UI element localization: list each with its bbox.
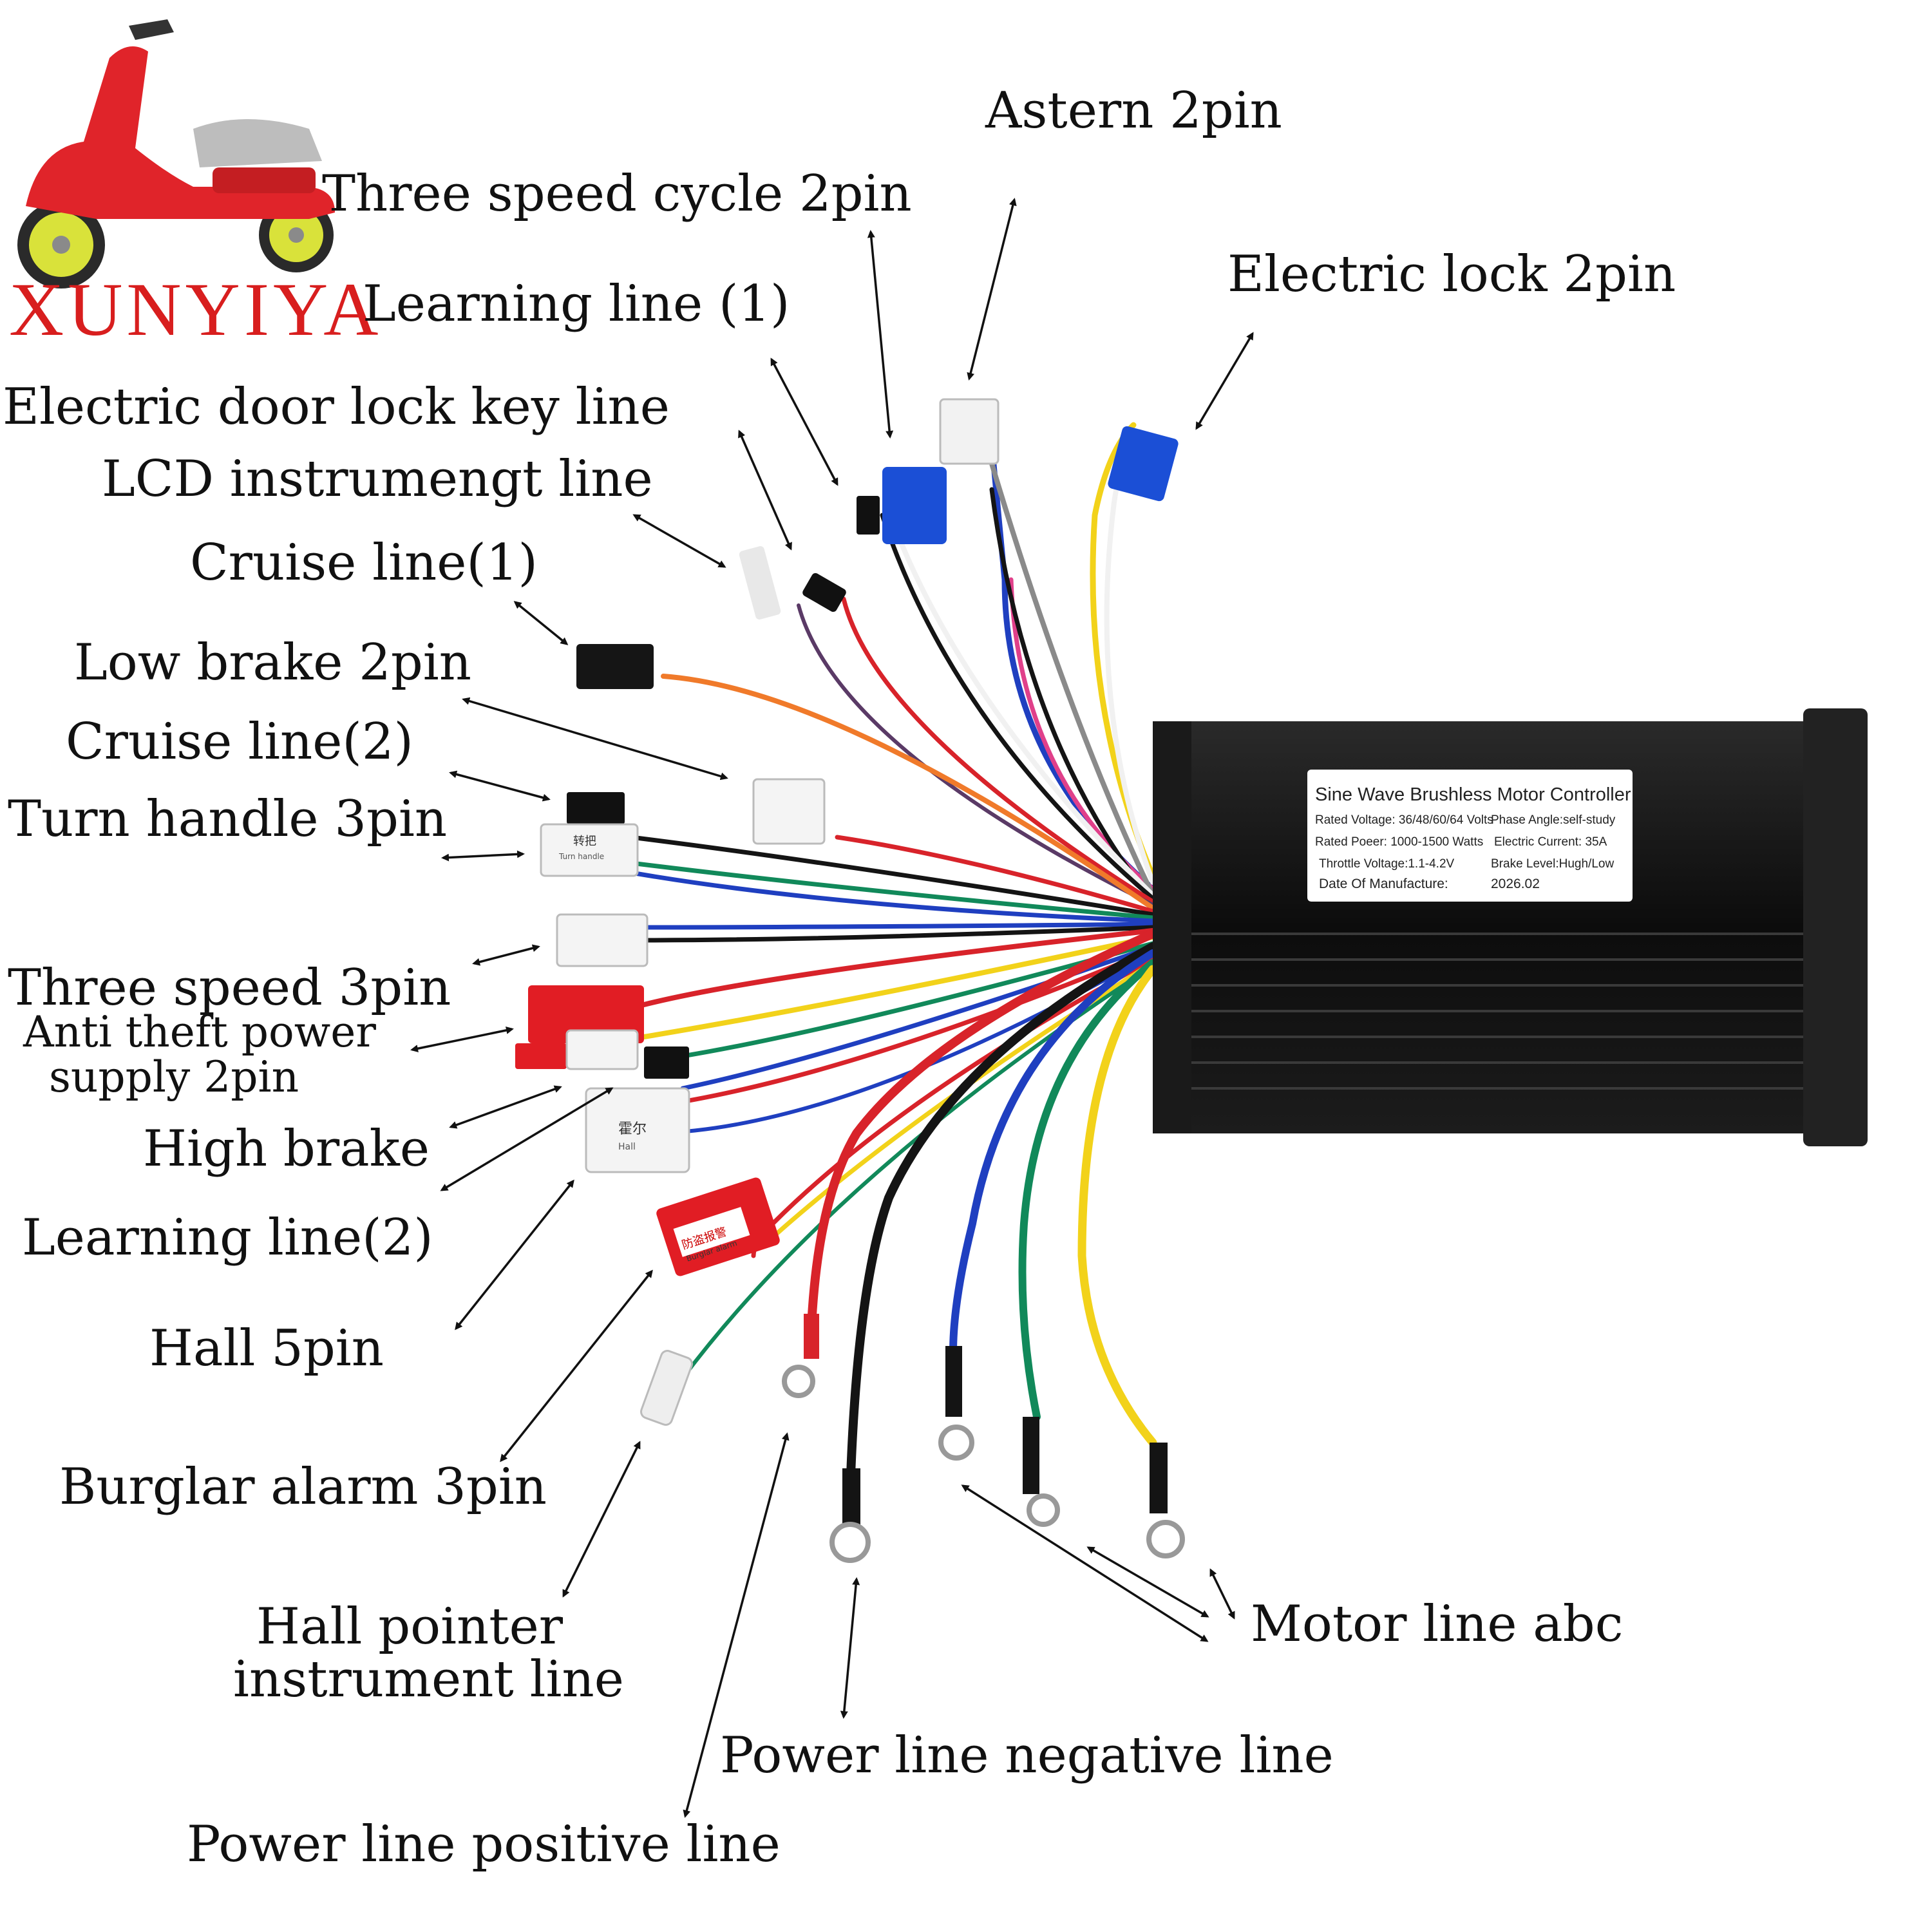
connector-burglar-alarm: 防盗报警 Burglar alarm — [656, 1177, 780, 1276]
label-power-negative: Power line negative line — [720, 1727, 1334, 1785]
connector-cruise-1 — [576, 644, 654, 689]
controller-spec-3r: Brake Level:Hugh/Low — [1491, 857, 1614, 871]
terminal-power-negative — [829, 1468, 871, 1563]
connector-door-lock-key — [802, 573, 846, 612]
connector-low-brake — [752, 778, 826, 845]
label-high-brake: High brake — [143, 1120, 430, 1178]
terminal-motor-c — [1146, 1443, 1185, 1558]
arrow-burglar — [500, 1269, 653, 1463]
arrow-learning-line-2 — [440, 1087, 614, 1191]
label-hall-pointer-1: Hall pointer — [256, 1598, 564, 1656]
label-turn-handle: Turn handle 3pin — [8, 790, 447, 848]
arrow-three-speed — [472, 944, 540, 966]
hall-tag: 霍尔 — [618, 1121, 647, 1137]
arrow-door-lock-key — [738, 430, 792, 551]
label-anti-theft-2: supply 2pin — [49, 1052, 299, 1102]
label-power-positive: Power line positive line — [187, 1815, 781, 1873]
arrow-electric-lock — [1195, 332, 1254, 430]
label-anti-theft-1: Anti theft power — [23, 1007, 376, 1057]
connector-lcd — [739, 546, 781, 620]
terminal-motor-b — [1023, 1417, 1060, 1527]
turn-handle-tag: 转把 — [573, 835, 596, 848]
label-low-brake: Low brake 2pin — [74, 634, 471, 692]
arrow-high-brake — [449, 1085, 562, 1129]
controller-spec-1l: Rated Voltage: 36/48/60/64 Volts — [1315, 813, 1493, 827]
terminal-power-positive — [782, 1314, 819, 1398]
connector-astern — [939, 398, 999, 465]
label-learning-line-2: Learning line(2) — [22, 1209, 433, 1267]
arrow-power-positive — [683, 1432, 790, 1818]
arrow-cruise-2 — [449, 770, 551, 802]
arrow-astern — [967, 198, 1017, 381]
arrow-motor-a — [961, 1484, 1209, 1642]
label-three-speed: Three speed 3pin — [8, 959, 451, 1017]
turn-handle-tag-sub: Turn handle — [558, 852, 604, 861]
controller-spec-3l: Throttle Voltage:1.1-4.2V — [1319, 857, 1455, 871]
connector-electric-lock — [1108, 426, 1179, 502]
hall-tag-sub: Hall — [618, 1142, 636, 1152]
controller-spec-1r: Phase Angle:self-study — [1491, 813, 1616, 827]
label-electric-lock: Electric lock 2pin — [1227, 245, 1676, 303]
label-burglar: Burglar alarm 3pin — [59, 1458, 547, 1516]
arrow-power-negative — [840, 1577, 860, 1719]
connector-anti-theft — [515, 985, 644, 1069]
label-three-speed-cycle: Three speed cycle 2pin — [322, 165, 912, 223]
connector-learning-line-2 — [644, 1046, 689, 1079]
controller-box: Sine Wave Brushless Motor Controller Rat… — [1153, 708, 1868, 1146]
arrow-turn-handle — [441, 850, 525, 862]
connector-turn-handle: 转把 Turn handle — [540, 823, 639, 877]
arrow-learning-line-1 — [770, 357, 838, 486]
terminal-motor-a — [938, 1346, 974, 1461]
arrow-low-brake — [462, 697, 728, 781]
label-door-lock-key: Electric door lock key line — [3, 378, 670, 436]
brand-name: XUNYIYA — [9, 267, 383, 352]
controller-spec-2r: Electric Current: 35A — [1494, 835, 1607, 849]
label-astern: Astern 2pin — [985, 82, 1282, 140]
label-hall: Hall 5pin — [149, 1320, 384, 1378]
label-cruise-1: Cruise line(1) — [190, 534, 538, 592]
arrow-cruise-1 — [513, 601, 569, 645]
callout-arrows — [410, 198, 1254, 1818]
arrow-motor-b — [1086, 1546, 1209, 1618]
connector-three-speed-cycle — [882, 467, 947, 544]
arrow-anti-theft — [410, 1026, 514, 1053]
connector-learning-line-1 — [857, 496, 880, 535]
arrow-hall — [455, 1179, 574, 1331]
connector-three-speed — [556, 913, 649, 967]
controller-spec-4l: Date Of Manufacture: — [1319, 876, 1448, 891]
arrow-three-speed-cycle — [867, 230, 894, 439]
label-learning-line-1: Learning line (1) — [363, 275, 790, 333]
callout-labels: Astern 2pin Three speed cycle 2pin Elect… — [3, 82, 1676, 1873]
label-lcd: LCD instrumengt line — [102, 450, 653, 508]
arrow-hall-pointer — [562, 1441, 641, 1598]
arrow-motor-c — [1209, 1568, 1235, 1620]
connector-high-brake — [565, 1029, 639, 1070]
connector-hall: 霍尔 Hall — [585, 1087, 690, 1173]
controller-spec-2l: Rated Poeer: 1000-1500 Watts — [1315, 835, 1483, 849]
scooter-logo — [17, 19, 335, 289]
arrow-lcd — [632, 514, 726, 568]
label-cruise-2: Cruise line(2) — [66, 713, 413, 771]
connector-cruise-2 — [567, 792, 625, 824]
wire-harness — [629, 422, 1157, 1499]
controller-spec-4r: 2026.02 — [1491, 876, 1540, 891]
connector-hall-pointer — [640, 1350, 693, 1426]
label-motor: Motor line abc — [1251, 1595, 1623, 1653]
controller-title: Sine Wave Brushless Motor Controller — [1315, 784, 1631, 805]
label-hall-pointer-2: instrument line — [233, 1651, 624, 1709]
